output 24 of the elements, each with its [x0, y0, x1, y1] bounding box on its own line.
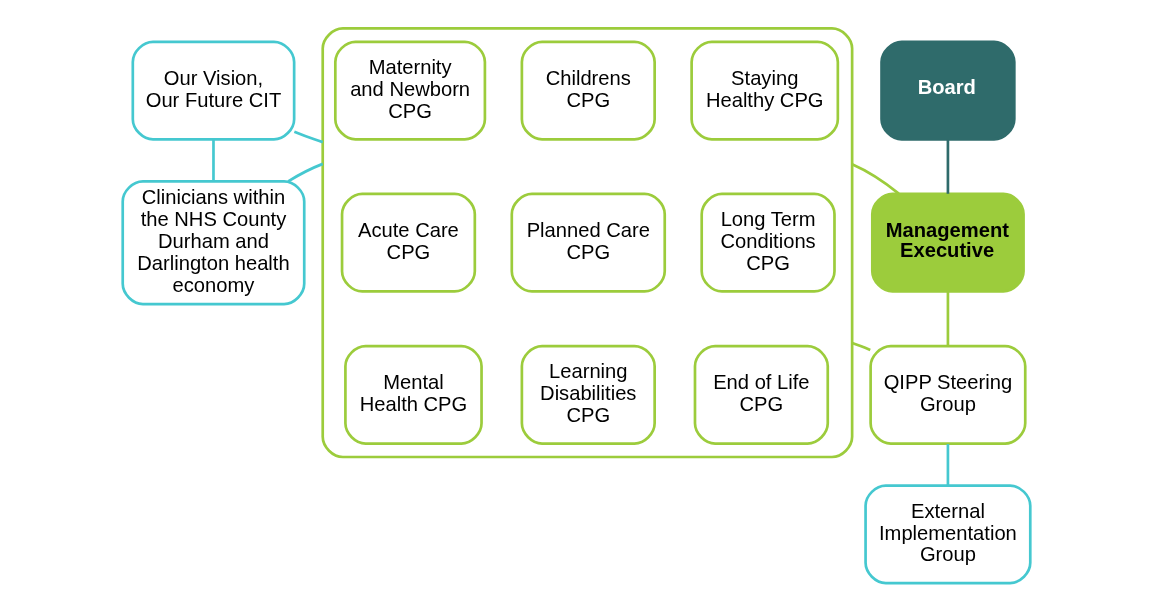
connector [946, 291, 949, 346]
connector [287, 162, 323, 183]
connector [851, 341, 871, 352]
node-box: Childrens CPG [520, 40, 656, 141]
connector [293, 130, 323, 144]
node-box: External Implementation Group [863, 484, 1032, 585]
node-box: Mental Health CPG [343, 344, 483, 445]
connector [946, 139, 949, 194]
node-box: Clinicians within the NHS County Durham and Darlington health economy [120, 180, 306, 306]
connector [851, 163, 900, 195]
node-box: Acute Care CPG [340, 192, 476, 293]
connector [946, 444, 949, 486]
node-box: Maternity and Newborn CPG [333, 40, 486, 141]
node-box: Management Executive [870, 192, 1025, 293]
node-box: Board [879, 40, 1016, 141]
node-box: Long Term Conditions CPG [699, 192, 836, 293]
node-box: Planned Care CPG [509, 192, 666, 293]
cluster [320, 27, 853, 459]
node-box: End of Life CPG [693, 344, 829, 445]
node-box: QIPP Steering Group [868, 344, 1027, 445]
node-box: Staying Healthy CPG [689, 40, 839, 141]
node-box: Learning Disabilities CPG [520, 344, 656, 445]
connector [211, 139, 215, 182]
node-box: Our Vision, Our Future CIT [130, 40, 295, 141]
